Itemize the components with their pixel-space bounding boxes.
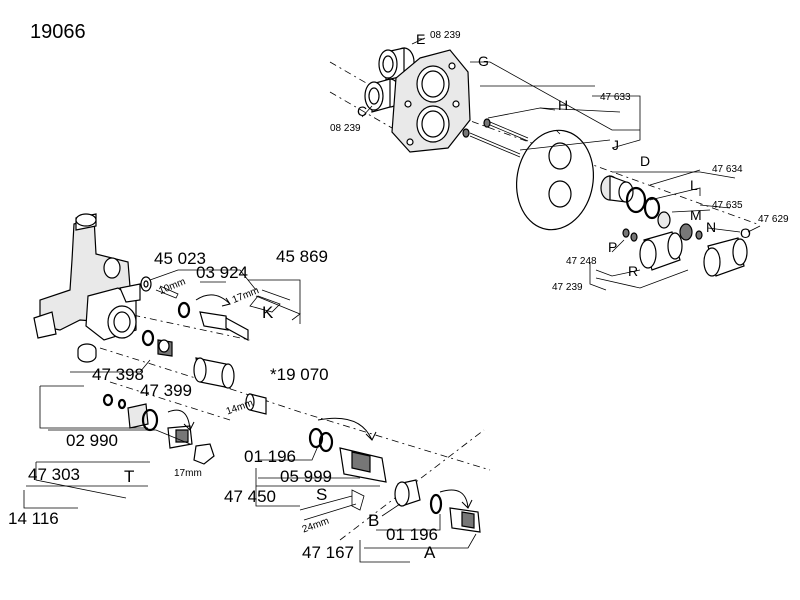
pn-47450: 47 450 bbox=[224, 487, 276, 506]
wrench-size-17mm-a: 17mm bbox=[231, 285, 261, 306]
fitting-45023 bbox=[140, 276, 152, 292]
nut-19070 bbox=[245, 393, 267, 415]
cartridge-t-body bbox=[127, 403, 159, 432]
pn-08239-bottom: 08 239 bbox=[330, 123, 361, 134]
hex-nut-17 bbox=[193, 443, 215, 465]
wrench-size-24mm: 24mm bbox=[301, 516, 331, 536]
pn-03924: 03 924 bbox=[196, 263, 248, 282]
label-m: M bbox=[690, 207, 702, 223]
label-k: K bbox=[262, 303, 274, 322]
oring-01196-b bbox=[429, 493, 443, 515]
ring-l2 bbox=[643, 196, 661, 220]
ring-l bbox=[625, 186, 647, 214]
adapter-d bbox=[600, 175, 634, 203]
cartridge-s bbox=[317, 417, 387, 483]
mounting-plate bbox=[391, 49, 471, 153]
label-l: L bbox=[690, 177, 698, 193]
pn-08239-top: 08 239 bbox=[430, 30, 461, 41]
pn-47633: 47 633 bbox=[600, 92, 631, 103]
label-b: B bbox=[368, 511, 379, 530]
pn-47248: 47 248 bbox=[566, 256, 597, 267]
pn-45023: 45 023 bbox=[154, 249, 206, 268]
handle-r bbox=[639, 231, 683, 271]
pn-02990: 02 990 bbox=[66, 431, 118, 450]
screws bbox=[462, 118, 529, 158]
pn-05999: 05 999 bbox=[280, 467, 332, 486]
wrench-size-10mm: 10mm bbox=[157, 276, 187, 297]
label-p: P bbox=[608, 239, 617, 255]
wrench-size-17mm-b: 17mm bbox=[174, 468, 202, 479]
cartridge-t bbox=[167, 409, 195, 449]
label-s: S bbox=[316, 485, 327, 504]
nut-b bbox=[394, 479, 421, 507]
escutcheon bbox=[515, 129, 595, 231]
diagram-number: 19066 bbox=[30, 21, 86, 43]
wrench-size-14mm: 14mm bbox=[225, 398, 255, 418]
pn-01196-b: 01 196 bbox=[386, 525, 438, 544]
pn-47167: 47 167 bbox=[302, 543, 354, 562]
pn-19070: *19 070 bbox=[270, 365, 329, 384]
label-n: N bbox=[706, 219, 716, 235]
label-e: E bbox=[416, 31, 425, 47]
oring-left-1 bbox=[102, 393, 114, 407]
pn-47303: 47 303 bbox=[28, 465, 80, 484]
oring-left-2 bbox=[117, 398, 127, 410]
stem-03924 bbox=[177, 294, 249, 342]
oring-47398 bbox=[141, 329, 155, 347]
pn-47398: 47 398 bbox=[92, 365, 144, 384]
handle-o bbox=[703, 237, 748, 277]
pn-01196-a: 01 196 bbox=[244, 447, 296, 466]
extension-47399 bbox=[193, 357, 235, 389]
label-g: G bbox=[478, 53, 489, 69]
label-d: D bbox=[640, 153, 650, 169]
pn-47635: 47 635 bbox=[712, 200, 743, 211]
label-t: T bbox=[124, 467, 134, 486]
part-m-n bbox=[657, 211, 703, 241]
label-o: O bbox=[740, 225, 751, 241]
pn-47629: 47 629 bbox=[758, 214, 789, 225]
cap bbox=[77, 343, 97, 363]
hex-key bbox=[155, 285, 179, 299]
oring-01196-a bbox=[308, 427, 334, 453]
pn-47634: 47 634 bbox=[712, 164, 743, 175]
valve-body bbox=[33, 213, 141, 341]
set-screw-p bbox=[622, 228, 638, 242]
pn-14116: 14 116 bbox=[8, 509, 59, 528]
pn-47239: 47 239 bbox=[552, 282, 583, 293]
valve-body-assembly bbox=[23, 213, 491, 563]
pn-45869: 45 869 bbox=[276, 247, 328, 266]
trim-assembly bbox=[329, 37, 761, 291]
label-r: R bbox=[628, 263, 638, 279]
label-a: A bbox=[424, 543, 436, 562]
nipple-47398 bbox=[157, 339, 173, 357]
label-h: H bbox=[558, 97, 568, 113]
pn-47399: 47 399 bbox=[140, 381, 192, 400]
wrench-45869 bbox=[249, 295, 281, 313]
wrench-24 bbox=[299, 489, 365, 521]
cartridge-a bbox=[439, 489, 481, 533]
label-c: C bbox=[357, 103, 367, 119]
label-j: J bbox=[612, 137, 619, 153]
